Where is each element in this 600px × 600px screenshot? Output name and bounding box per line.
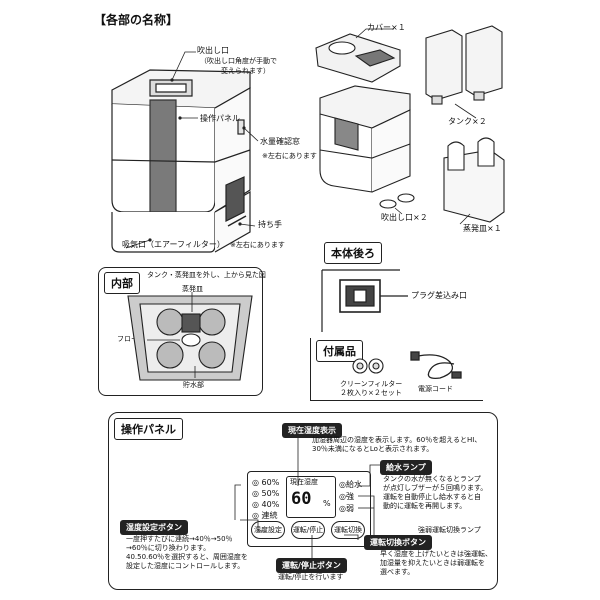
led-icon: ◎ [252, 511, 259, 520]
outlet-note: （吹出し口角度が手動で [200, 57, 277, 65]
humidity-display [286, 476, 336, 518]
inside-frame [98, 267, 263, 396]
page-title: 【各部の名称】 [94, 13, 179, 27]
mode-lamp-tag: 強弱運転切換ランプ [418, 526, 481, 534]
level-continuous: ◎ 連続 [252, 511, 278, 520]
mode-desc-1: 早く湿度を上げたいときは強運転、 [380, 550, 492, 558]
filter-count-label: ２枚入り×２セット [340, 389, 402, 397]
water-window-note: ※左右にあります [262, 152, 317, 160]
mode-button-tag: 運転切換ボタン [364, 535, 432, 550]
humidity-display-desc: 加湿器周辺の湿度を表示します。60％を超えるとHI、 [312, 436, 482, 444]
panel-tab: 操作パネル [114, 418, 183, 440]
tray-parts-label: 蒸発皿×１ [463, 224, 502, 233]
mode-desc-2: 加湿量を抑えたいときは弱運転を [380, 559, 485, 567]
level-60: ◎ 60% [252, 478, 280, 487]
handle-label: 持ち手 [258, 220, 282, 229]
humidity-button-desc-3: 40.50.60％を選択すると、周囲湿度を [126, 553, 248, 561]
accessories-frame [310, 338, 483, 401]
cover-label: カバー×１ [367, 23, 406, 32]
led-icon: ◎ [252, 489, 259, 498]
water-lamp-desc-2: が点灯しブザーが５回鳴ります。 [383, 484, 488, 492]
water-lamp-desc-4: 動的に運転を再開します。 [383, 502, 467, 510]
inside-caption: タンク・蒸発皿を外し、上から見た図 [147, 271, 266, 279]
humidity-display-desc-2: 30％未満になるとLoと表示されます。 [312, 445, 434, 453]
led-icon: ◎ [252, 500, 259, 509]
power-button-desc: 運転/停止を行います [278, 573, 344, 581]
control-panel-face [247, 471, 371, 547]
intake-note: ※左右にあります [230, 241, 285, 249]
panel-label: 操作パネル [200, 114, 240, 123]
inside-tray-label: 蒸発皿 [182, 285, 203, 293]
cord-label: 電源コード [418, 385, 453, 393]
water-lamp-desc-1: タンクの水が無くなるとランプ [383, 475, 481, 483]
mode-water: ◎給水 [339, 480, 362, 489]
tank-label: タンク×２ [448, 117, 487, 126]
outlet-parts-label: 吹出し口×２ [381, 213, 428, 222]
humidity-button-desc-1: 一度押すたびに連続→40％→50％ [126, 535, 233, 543]
led-icon: ◎ [339, 504, 346, 513]
led-icon: ◎ [252, 478, 259, 487]
reservoir-label: 貯水部 [183, 381, 204, 389]
mode-desc-3: 選べます。 [380, 568, 415, 576]
mode-weak: ◎弱 [339, 504, 354, 513]
plug-label: プラグ差込み口 [411, 291, 467, 300]
level-40: ◎ 40% [252, 500, 280, 509]
led-icon: ◎ [339, 492, 346, 501]
water-lamp-tag: 給水ランプ [380, 460, 432, 475]
humidity-button-desc-4: 設定した湿度にコントロールします。 [126, 562, 245, 570]
inside-tab: 内部 [104, 272, 140, 294]
humidity-display-tag: 現在湿度表示 [282, 423, 342, 438]
led-icon: ◎ [339, 480, 346, 489]
mode-strong: ◎強 [339, 492, 354, 501]
accessories-tab: 付属品 [316, 340, 363, 362]
filter-label: クリーンフィルター [340, 380, 403, 388]
back-tab: 本体後ろ [324, 242, 382, 264]
float-label: フロート [117, 335, 145, 343]
outlet-note-2: 変えられます） [221, 67, 270, 75]
panel-frame [108, 412, 498, 590]
water-lamp-desc-3: 運転を自動停止し給水すると自 [383, 493, 481, 501]
water-window-label: 水量確認窓 [260, 137, 300, 146]
display-caption: 現在湿度 [290, 478, 318, 486]
power-button[interactable]: 運転/停止 [291, 521, 325, 539]
humidity-set-button[interactable]: 湿度設定 [251, 521, 285, 539]
display-value: 60 [291, 489, 312, 509]
mode-switch-button[interactable]: 運転切換 [331, 521, 365, 539]
intake-label: 吸気口（エアーフィルター） [122, 240, 225, 249]
display-unit: % [323, 499, 331, 508]
humidity-button-tag: 湿度設定ボタン [120, 520, 188, 535]
humidity-button-desc-2: →60％に切り換わります。 [126, 544, 211, 552]
level-50: ◎ 50% [252, 489, 280, 498]
outlet-label: 吹出し口 [197, 46, 229, 55]
power-button-tag: 運転/停止ボタン [276, 558, 347, 573]
